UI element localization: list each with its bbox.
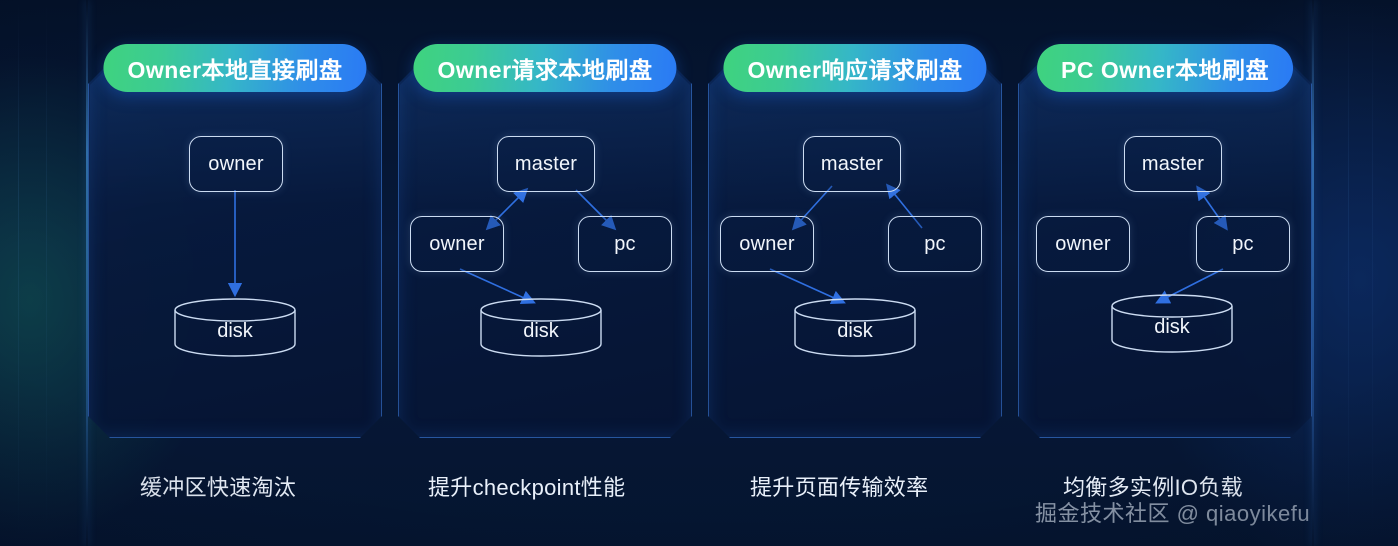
panel-title-pill: Owner响应请求刷盘 [723, 44, 987, 92]
panel-diagram: master owner pc disk [708, 106, 1002, 426]
panel-diagram: master owner pc disk [1018, 106, 1312, 426]
panel-title-pill: Owner本地直接刷盘 [103, 44, 367, 92]
node-label: disk [523, 320, 559, 342]
owner-node[interactable]: owner [410, 216, 504, 272]
node-label: pc [924, 232, 946, 255]
pc-node[interactable]: pc [578, 216, 672, 272]
node-label: master [1141, 152, 1205, 175]
caption-panel-3: 提升页面传输效率 [750, 475, 929, 500]
panel-owner-respond-request-flush[interactable]: Owner响应请求刷盘 master owner [708, 44, 1002, 438]
owner-node[interactable]: owner [720, 216, 814, 272]
panel-pc-owner-local-flush[interactable]: PC Owner本地刷盘 master [1018, 44, 1312, 438]
disk-node[interactable]: disk [479, 298, 603, 357]
node-label: owner [208, 152, 264, 175]
node-label: owner [739, 232, 795, 255]
node-label: master [820, 152, 884, 175]
node-label: pc [614, 232, 636, 255]
node-label: master [514, 152, 578, 175]
node-label: disk [837, 320, 873, 342]
node-label: pc [1232, 232, 1254, 255]
node-label: disk [217, 320, 253, 342]
disk-node[interactable]: disk [1110, 294, 1234, 353]
panel-diagram: master owner pc disk [398, 106, 692, 426]
panel-title-pill: Owner请求本地刷盘 [413, 44, 677, 92]
panel-diagram: owner disk [88, 106, 382, 426]
caption-panel-2: 提升checkpoint性能 [428, 475, 626, 500]
pc-node[interactable]: pc [888, 216, 982, 272]
panel-title-pill: PC Owner本地刷盘 [1037, 44, 1293, 92]
node-label: owner [429, 232, 485, 255]
node-label: owner [1055, 232, 1111, 255]
pc-node[interactable]: pc [1196, 216, 1290, 272]
caption-panel-1: 缓冲区快速淘汰 [140, 475, 297, 500]
disk-node[interactable]: disk [173, 298, 297, 357]
panel-owner-request-local-flush[interactable]: Owner请求本地刷盘 maste [398, 44, 692, 438]
master-node[interactable]: master [803, 136, 901, 192]
node-label: disk [1154, 316, 1190, 338]
owner-node[interactable]: owner [1036, 216, 1130, 272]
disk-node[interactable]: disk [793, 298, 917, 357]
master-node[interactable]: master [1124, 136, 1222, 192]
owner-node[interactable]: owner [189, 136, 283, 192]
master-node[interactable]: master [497, 136, 595, 192]
panel-owner-local-flush[interactable]: Owner本地直接刷盘 owner [88, 44, 382, 438]
watermark: 掘金技术社区 @ qiaoyikefu [1035, 501, 1311, 526]
